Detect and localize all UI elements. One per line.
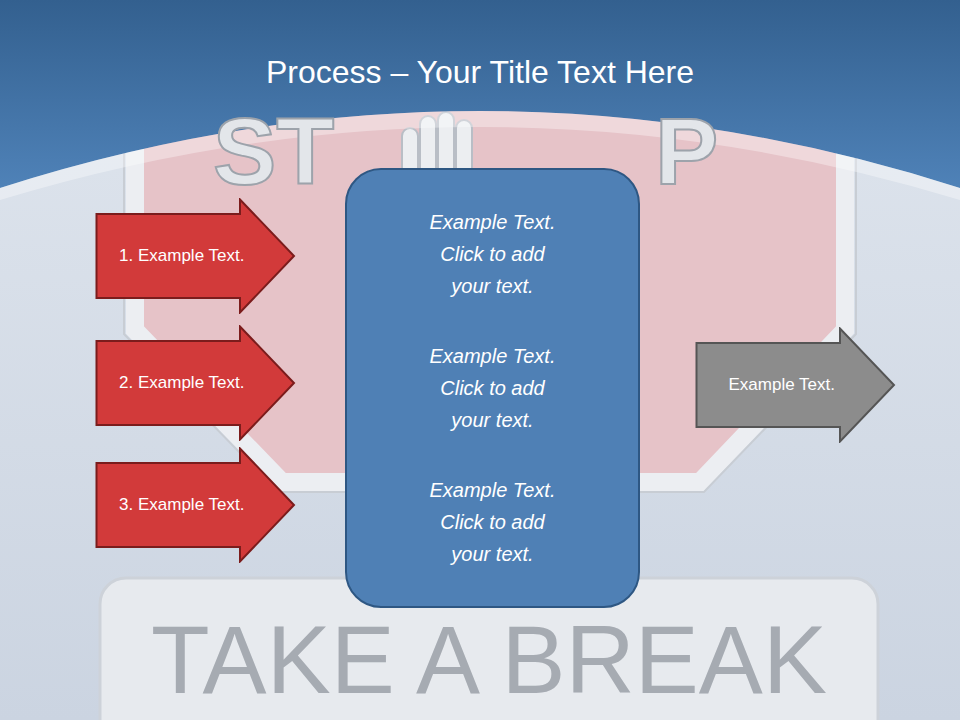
process-box: Example Text. Click to add your text. Exa… [345, 168, 640, 608]
input-arrow: 3. Example Text. [95, 447, 297, 563]
arrow-label: 2. Example Text. [119, 373, 244, 393]
slide-title: Process – Your Title Text Here [0, 54, 960, 91]
input-arrow: 2. Example Text. [95, 325, 297, 441]
watermark-letters: P [655, 104, 718, 199]
arrow-outline [97, 200, 295, 313]
box-text: Example Text. Click to add your text. [423, 474, 563, 570]
arrow-label: 1. Example Text. [119, 246, 244, 266]
output-arrow: Example Text. [695, 327, 897, 443]
watermark-letters: ST [213, 104, 334, 199]
arrow-outline [97, 327, 295, 440]
arrow-outline [697, 329, 895, 442]
box-text: Example Text. Click to add your text. [423, 206, 563, 302]
arrow-label: 3. Example Text. [119, 495, 244, 515]
arrow-label: Example Text. [729, 375, 835, 395]
watermark-text: TAKE A BREAK [0, 612, 960, 708]
box-text: Example Text. Click to add your text. [423, 340, 563, 436]
arrow-outline [97, 449, 295, 562]
input-arrow: 1. Example Text. [95, 198, 297, 314]
